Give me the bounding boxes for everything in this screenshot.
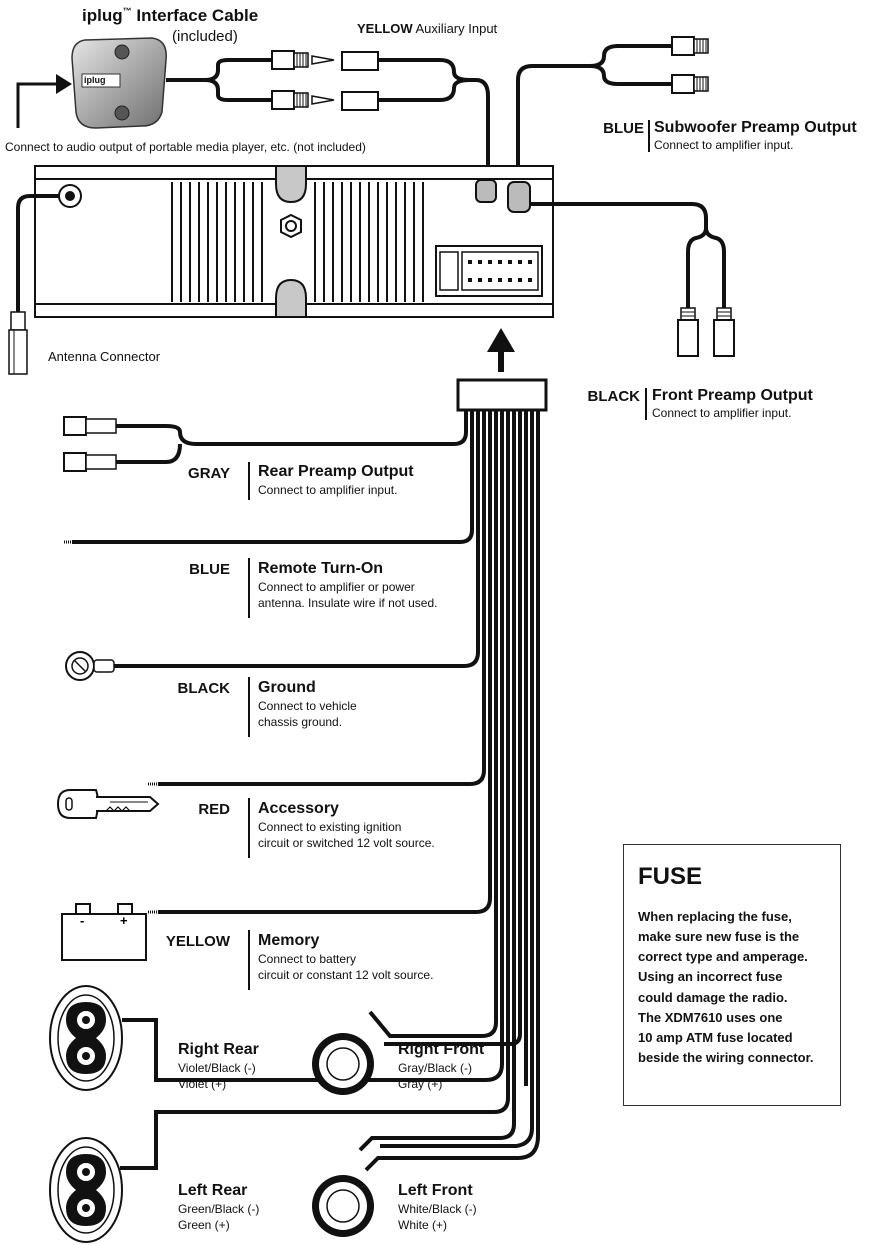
stripped-wire-ends — [64, 540, 158, 914]
iplug-title-text: Interface Cable — [136, 6, 259, 25]
speaker-left-rear-pos: Green (+) — [178, 1218, 230, 1232]
wire-gray-desc-1: Connect to amplifier input. — [258, 483, 398, 497]
iplug-title: iplug™ Interface Cable — [82, 6, 258, 26]
aux-jack-top — [311, 51, 379, 71]
wire-red-desc-2: circuit or switched 12 volt source. — [258, 836, 435, 850]
speaker-right-front-name: Right Front — [398, 1041, 485, 1058]
wire-black-desc-2: chassis ground. — [258, 715, 343, 729]
wire-blue-desc-1: Connect to amplifier or power — [258, 580, 415, 594]
wire-yellow-desc-1: Connect to battery — [258, 952, 357, 966]
front-preamp-plug-right — [713, 307, 735, 357]
fuse-title: FUSE — [638, 863, 703, 890]
wire-blue-color: BLUE — [189, 561, 230, 578]
front-preamp-desc: Connect to amplifier input. — [652, 406, 792, 420]
wire-black-divider — [248, 677, 250, 737]
iplug-subtitle: (included) — [172, 28, 238, 45]
antenna-cable — [8, 194, 59, 375]
subwoofer-plug-top — [671, 36, 709, 56]
front-preamp-plug-left — [677, 307, 699, 357]
wire-yellow-title: Memory — [258, 932, 320, 949]
aux-text: Auxiliary Input — [415, 21, 498, 36]
subwoofer-cable — [516, 44, 672, 182]
wire-blue-divider — [248, 558, 250, 618]
iplug-note: Connect to audio output of portable medi… — [5, 140, 366, 154]
fuse-info-box: FUSE When replacing the fuse, make sure … — [623, 844, 841, 1106]
speaker-left-front-neg: White/Black (-) — [398, 1202, 477, 1216]
iplug-brand: iplug — [82, 6, 123, 25]
subwoofer-desc: Connect to amplifier input. — [654, 138, 794, 152]
wire-blue-desc-2: antenna. Insulate wire if not used. — [258, 596, 438, 610]
aux-cable — [378, 58, 490, 182]
right-rear-speaker — [49, 985, 123, 1091]
wire-red-divider — [248, 798, 250, 858]
aux-color: YELLOW — [357, 21, 413, 36]
iplug-cables — [166, 58, 272, 102]
iplug-module — [71, 37, 167, 129]
wire-gray-color: GRAY — [188, 465, 230, 482]
right-front-speaker — [312, 1033, 374, 1095]
aux-plug-left-top — [271, 50, 309, 70]
aux-label: YELLOW Auxiliary Input — [357, 21, 498, 37]
wire-red-title: Accessory — [258, 800, 339, 817]
left-rear-speaker — [49, 1137, 123, 1243]
wire-red-desc-1: Connect to existing ignition — [258, 820, 402, 834]
speaker-left-rear-neg: Green/Black (-) — [178, 1202, 260, 1216]
harness-wires — [72, 410, 540, 1172]
iplug-logo-text: iplug — [84, 75, 106, 85]
wire-gray-title: Rear Preamp Output — [258, 463, 414, 480]
rear-preamp-plug-bottom — [63, 452, 117, 472]
front-preamp-cable — [530, 202, 726, 308]
iplug-input-arrow — [16, 74, 72, 128]
front-preamp-divider — [645, 388, 647, 420]
speaker-left-front-name: Left Front — [398, 1182, 473, 1199]
front-preamp-title: Front Preamp Output — [652, 387, 813, 404]
front-preamp-color: BLACK — [587, 388, 641, 405]
harness-up-arrow — [487, 328, 515, 372]
speaker-right-front-pos: Gray (+) — [398, 1077, 443, 1091]
speaker-right-rear-neg: Violet/Black (-) — [178, 1061, 256, 1075]
wire-yellow-color: YELLOW — [165, 933, 230, 950]
speaker-right-front-neg: Gray/Black (-) — [398, 1061, 473, 1075]
wire-black-title: Ground — [258, 679, 316, 696]
speaker-right-rear-name: Right Rear — [178, 1041, 259, 1058]
wire-blue-title: Remote Turn-On — [258, 560, 384, 577]
ignition-key-icon — [56, 789, 160, 819]
iplug-tm: ™ — [122, 6, 132, 16]
subwoofer-title: Subwoofer Preamp Output — [654, 119, 857, 136]
wire-gray-divider — [248, 462, 250, 500]
subwoofer-plug-bottom — [671, 74, 709, 94]
aux-plug-left-bottom — [271, 90, 309, 110]
antenna-label: Antenna Connector — [48, 349, 161, 364]
wire-red-color: RED — [198, 801, 230, 818]
battery-minus: - — [80, 913, 84, 928]
subwoofer-divider — [648, 120, 650, 152]
rear-preamp-plug-top — [63, 416, 117, 436]
subwoofer-color: BLUE — [603, 120, 644, 137]
speaker-left-rear-name: Left Rear — [178, 1182, 248, 1199]
wire-yellow-divider — [248, 930, 250, 990]
aux-jack-bottom — [311, 91, 379, 111]
speaker-left-front-pos: White (+) — [398, 1218, 448, 1232]
battery-icon: - + — [61, 903, 147, 961]
fuse-text: When replacing the fuse, make sure new f… — [638, 909, 814, 1065]
head-unit — [34, 165, 554, 318]
ground-ring-terminal — [65, 651, 115, 681]
wire-black-desc-1: Connect to vehicle — [258, 699, 357, 713]
left-front-speaker — [312, 1175, 374, 1237]
battery-plus: + — [120, 913, 128, 928]
wire-yellow-desc-2: circuit or constant 12 volt source. — [258, 968, 434, 982]
wire-black-color: BLACK — [177, 680, 231, 697]
harness-connector — [456, 378, 548, 412]
speaker-right-rear-pos: Violet (+) — [178, 1077, 227, 1091]
